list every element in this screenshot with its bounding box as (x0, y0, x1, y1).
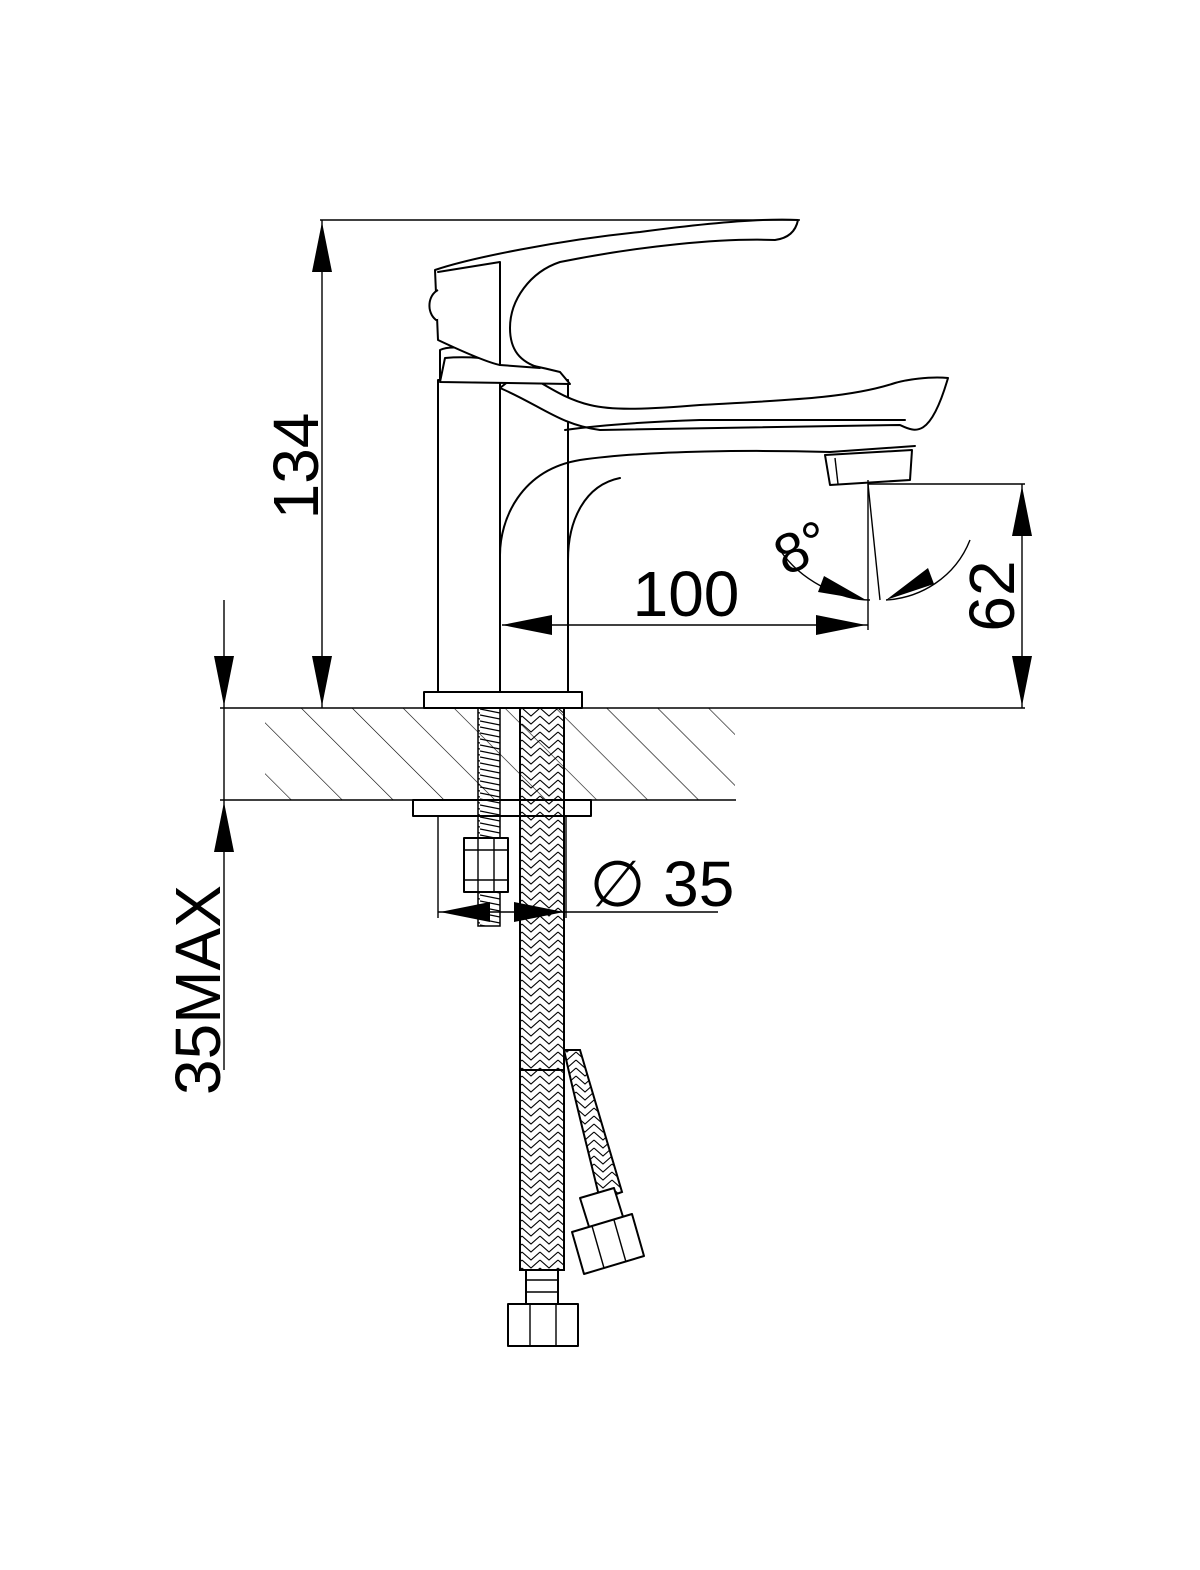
flexible-hose-secondary (562, 1049, 645, 1275)
dim-spout-reach: 100 (502, 480, 869, 635)
dim-hole-diameter-label: ∅ 35 (590, 848, 735, 920)
faucet-spout (499, 371, 949, 561)
dim-hole-diameter: ∅ 35 (437, 816, 735, 922)
dim-spout-reach-label: 100 (633, 558, 740, 630)
dim-total-height-label: 134 (260, 413, 332, 520)
faucet-lever-handle (428, 218, 799, 385)
dim-total-height: 134 (260, 219, 800, 708)
dim-deck-thickness-label: 35MAX (162, 885, 234, 1095)
dim-deck-thickness: 35MAX (162, 600, 234, 1095)
flexible-hose-main (507, 707, 579, 1347)
faucet-body (423, 379, 583, 709)
dim-spout-height-label: 62 (956, 560, 1028, 631)
dim-spout-angle-label: 8° (764, 507, 839, 587)
countertop-section (220, 707, 1025, 801)
dim-spout-angle: 8° (764, 483, 971, 601)
dim-spout-height: 62 (868, 483, 1032, 708)
mounting-stud (463, 707, 509, 927)
